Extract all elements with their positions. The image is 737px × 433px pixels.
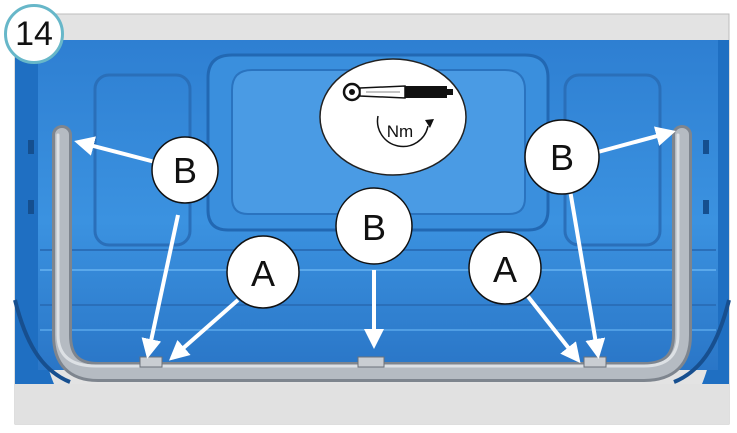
- torque-ellipse: [319, 58, 467, 176]
- bracket-left: [139, 356, 163, 368]
- callout-b-left-top: B: [151, 136, 219, 204]
- step-number: 14: [15, 14, 53, 53]
- arrow-b-right-top: [597, 126, 676, 154]
- callout-a-left: A: [226, 235, 300, 309]
- svg-text:A: A: [493, 249, 517, 290]
- arrow-b-left-top: [74, 136, 156, 164]
- svg-text:B: B: [550, 137, 574, 178]
- bracket-center: [357, 356, 385, 368]
- torque-unit-label: Nm: [387, 122, 413, 141]
- arrow-a-left: [168, 298, 240, 361]
- callout-b-right-top: B: [524, 119, 600, 195]
- floor-area: [15, 384, 729, 424]
- svg-text:B: B: [173, 150, 197, 191]
- callout-b-center: B: [335, 187, 413, 265]
- torque-wrench-icon: [342, 82, 453, 102]
- grab-bar: [52, 125, 692, 382]
- rotation-arrow-icon: [376, 115, 434, 148]
- bracket-right: [583, 356, 607, 368]
- arrow-b-left-mid: [141, 214, 180, 359]
- arrow-b-right-mid: [568, 189, 606, 359]
- torque-callout: Nm: [319, 58, 467, 176]
- svg-text:A: A: [251, 253, 275, 294]
- callout-a-right: A: [468, 231, 542, 305]
- arrows: [74, 126, 676, 364]
- svg-text:B: B: [362, 207, 386, 248]
- arrow-a-right: [524, 292, 581, 364]
- step-number-badge: 14: [4, 4, 64, 64]
